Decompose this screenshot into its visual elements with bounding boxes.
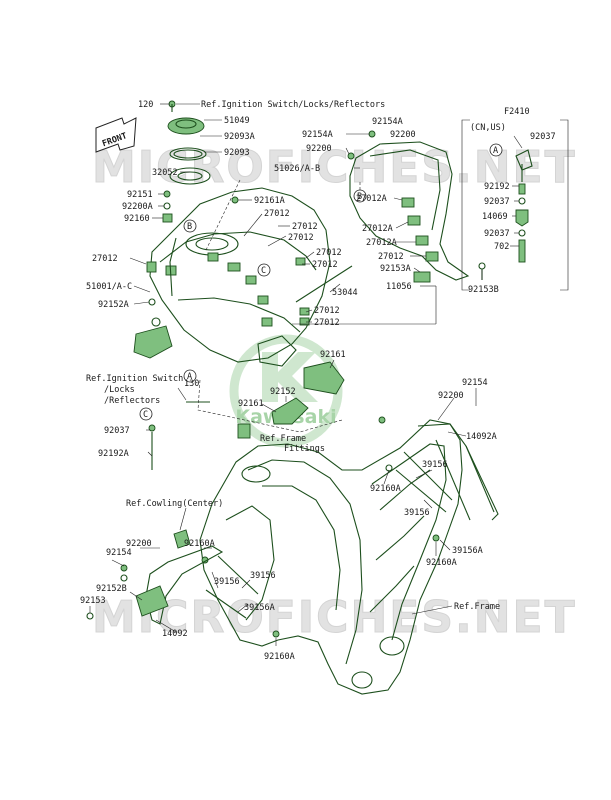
label-92154-low: 92154 [106,548,132,558]
label-27012-left: 27012 [92,254,118,264]
label-32052: 32052 [152,168,178,178]
label-92160A-d: 92160A [264,652,295,662]
part-labels: 120 Ref.Ignition Switch/Locks/Reflectors… [80,100,556,662]
ref-frame-fittings-1: Ref.Frame [260,434,306,444]
label-92153: 92153 [80,596,106,606]
label-92200-left: 92200 [306,144,332,154]
label-27012-c: 27012 [288,233,314,243]
circle-marks: B B A A C C [139,143,503,421]
label-39156-c: 39156 [214,577,240,587]
label-130: 130 [184,379,199,389]
ref-cowling: Ref.Cowling(Center) [126,499,223,509]
label-14092: 14092 [162,629,188,639]
label-53044: 53044 [332,288,358,298]
label-27012A-c: 27012A [366,238,397,248]
label-92192A: 92192A [98,449,129,459]
label-92093A: 92093A [224,132,255,142]
label-39156-b: 39156 [404,508,430,518]
label-92200-right: 92200 [438,391,464,401]
label-92200A: 92200A [122,202,153,212]
label-92160: 92160 [124,214,150,224]
label-92154A-left: 92154A [302,130,333,140]
leader-lines [89,103,523,646]
label-27012A-b: 27012A [362,224,393,234]
label-92152B: 92152B [96,584,127,594]
label-39156-a: 39156 [422,460,448,470]
mark-a-inset: A [493,146,498,156]
label-27012-d: 27012 [316,248,342,258]
label-51049: 51049 [224,116,250,126]
label-inset: (CN,US) [470,123,506,133]
label-92152: 92152 [270,387,296,397]
label-92037-c: 92037 [484,229,510,239]
ref-frame-fittings-2: Fittings [284,444,325,454]
mark-c-left: C [143,410,148,420]
label-92160A-c: 92160A [184,539,215,549]
label-51001: 51001/A-C [86,282,132,292]
inset-box [461,119,569,291]
label-11056: 11056 [386,282,412,292]
label-92200-top: 92200 [390,130,416,140]
label-92192: 92192 [484,182,510,192]
label-92153A: 92153A [380,264,411,274]
label-51026: 51026/A-B [274,164,320,174]
watermark-bottom: MICROFICHES.NET [92,592,577,643]
label-27012-cover: 27012 [378,252,404,262]
ignition-bracket [133,261,173,359]
mark-b-tank: B [187,222,192,232]
label-92153B: 92153B [468,285,499,295]
label-27012-a: 27012 [264,209,290,219]
label-39156-d: 39156 [250,571,276,581]
label-14092A: 14092A [466,432,497,442]
mark-a-fitting: A [187,372,192,382]
label-92154A-top: 92154A [372,117,403,127]
front-arrow-icon: FRONT [95,117,137,153]
frame [199,416,499,695]
label-92160A-a: 92160A [370,484,401,494]
fuel-tank [149,187,331,367]
side-bracket [86,529,224,625]
ref-ignition-left-3: /Reflectors [104,396,160,406]
label-92161A: 92161A [254,196,285,206]
label-39156A-b: 39156A [244,603,275,613]
ref-ignition-left-1: Ref.Ignition Switch [86,374,183,384]
label-39156A-a: 39156A [452,546,483,556]
label-27012-f: 27012 [314,306,340,316]
label-27012-g: 27012 [314,318,340,328]
mark-c-tank: C [261,266,266,276]
label-92161-b: 92161 [238,399,264,409]
ref-frame: Ref.Frame [454,602,500,612]
mark-b-cover: B [357,192,362,202]
label-92154-right: 92154 [462,378,488,388]
label-92093: 92093 [224,148,250,158]
label-120: 120 [138,100,153,110]
ref-ignition-left-2: /Locks [104,385,135,395]
label-27012-b: 27012 [292,222,318,232]
label-92037-left: 92037 [104,426,130,436]
label-92160A-b: 92160A [426,558,457,568]
label-27012A-a: 27012A [356,194,387,204]
label-14069: 14069 [482,212,508,222]
label-702: 702 [494,242,509,252]
frame-fittings [148,361,345,470]
label-27012-e: 27012 [312,260,338,270]
ref-ignition-top: Ref.Ignition Switch/Locks/Reflectors [201,100,385,110]
label-92161-a: 92161 [320,350,346,360]
tank-cover [347,130,486,283]
label-92037-a: 92037 [530,132,556,142]
label-92152A: 92152A [98,300,129,310]
label-92200-low: 92200 [126,539,152,549]
label-92151: 92151 [127,190,153,200]
label-diagram-code: F2410 [504,107,530,117]
label-92037-b: 92037 [484,197,510,207]
